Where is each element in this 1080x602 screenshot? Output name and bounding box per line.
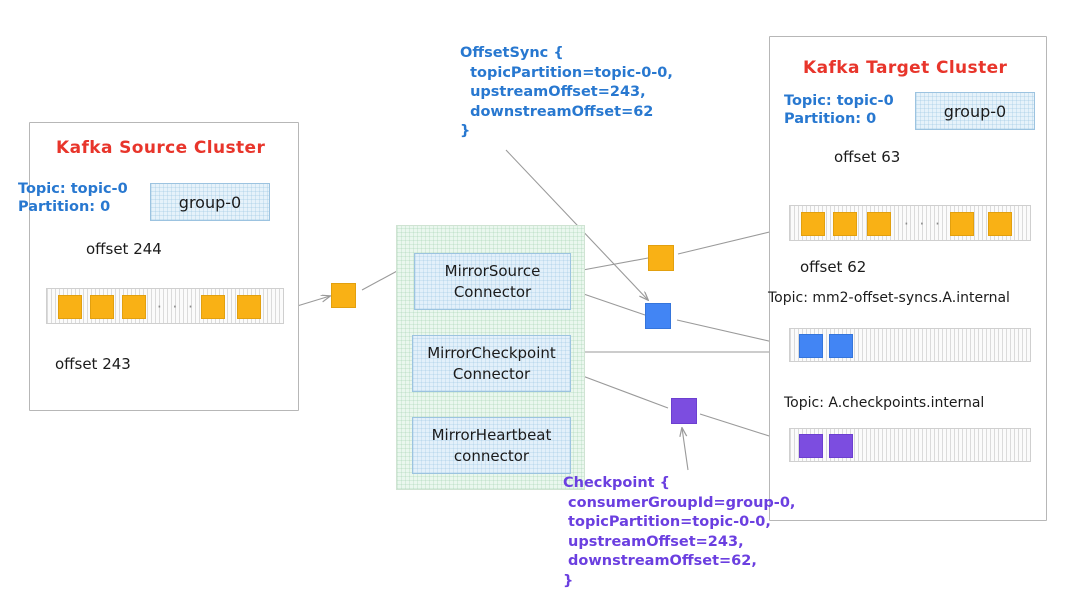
source-offset-243-label: offset 243 [55,355,131,373]
target-message-3 [950,212,974,236]
offset-syncs-topic-label: Topic: mm2-offset-syncs.A.internal [768,290,1010,306]
target-offset-63-label: offset 63 [834,148,901,166]
source-partition-bar: · · · [46,288,284,324]
inflight-offset-sync-record [645,303,671,329]
mirror-heartbeat-connector[interactable]: MirrorHeartbeat connector [412,417,571,474]
source-consumer-group-label: group-0 [178,192,242,212]
offset-sync-note: OffsetSync { topicPartition=topic-0-0, u… [460,45,673,139]
source-consumer-group-box: group-0 [150,183,270,221]
offset-syncs-message-0 [799,334,823,358]
mirror-checkpoint-connector[interactable]: MirrorCheckpoint Connector [412,335,571,392]
source-cluster-box [29,122,299,411]
checkpoints-topic-label: Topic: A.checkpoints.internal [784,395,985,411]
mirror-heartbeat-connector-line1: MirrorHeartbeat [431,425,552,444]
inflight-mirrored-record [648,245,674,271]
checkpoints-topic-bar [789,428,1031,462]
offset-syncs-message-1 [829,334,853,358]
checkpoint-note: Checkpoint { consumerGroupId=group-0, to… [563,475,796,589]
inflight-source-record [331,283,356,308]
source-topic-label: Topic: topic-0 [18,181,128,197]
target-message-4 [988,212,1012,236]
offset-syncs-topic-bar [789,328,1031,362]
target-partition-ellipsis: · · · [904,215,943,233]
checkpoints-message-1 [829,434,853,458]
line-note-checkpoint-pointer [682,428,689,471]
source-message-0 [58,295,82,319]
source-message-1 [90,295,114,319]
source-partition-label: Partition: 0 [18,199,111,215]
mirror-source-connector-line1: MirrorSource [444,261,541,280]
mirror-source-connector-line2: Connector [453,282,532,301]
target-message-0 [801,212,825,236]
target-topic-label: Topic: topic-0 [784,93,894,109]
source-message-3 [201,295,225,319]
source-message-2 [122,295,146,319]
mirror-checkpoint-connector-line1: MirrorCheckpoint [427,343,556,362]
target-offset-62-label: offset 62 [800,258,867,276]
target-partition-label: Partition: 0 [784,111,877,127]
source-offset-244-label: offset 244 [86,240,162,258]
mirror-source-connector[interactable]: MirrorSource Connector [414,253,571,310]
inflight-checkpoint-record [671,398,697,424]
source-cluster-title: Kafka Source Cluster [56,138,266,158]
source-message-4 [237,295,261,319]
target-cluster-title: Kafka Target Cluster [803,58,1008,78]
source-partition-ellipsis: · · · [157,298,196,316]
target-partition-bar: · · · [789,205,1031,241]
target-message-2 [867,212,891,236]
mirror-checkpoint-connector-line2: Connector [452,364,531,383]
target-consumer-group-box: group-0 [915,92,1035,130]
target-consumer-group-label: group-0 [943,101,1007,121]
checkpoints-message-0 [799,434,823,458]
line-mirrorcheckpoint-to-checkpoint-record [571,371,669,409]
target-message-1 [833,212,857,236]
mirror-heartbeat-connector-line2: connector [453,446,530,465]
